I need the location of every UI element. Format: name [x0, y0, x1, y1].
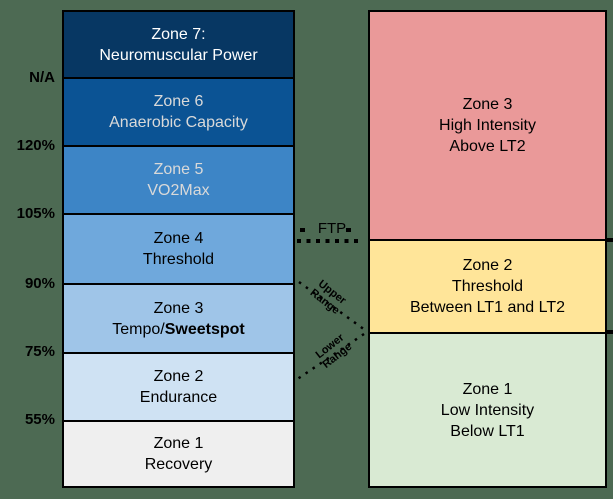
zone-3-subtitle-regular: Tempo/: [112, 320, 165, 338]
power-zones-column: Zone 7: Neuromuscular Power Zone 6 Anaer…: [62, 10, 295, 488]
zone-6-title: Zone 6: [153, 93, 204, 110]
right-zone-1-line3: Below LT1: [450, 422, 525, 440]
zone-6-subtitle: Anaerobic Capacity: [109, 114, 248, 131]
tick-label-55: 55%: [24, 411, 55, 428]
zone-3-tempo-sweetspot: Zone 3 Tempo/Sweetspot: [64, 285, 293, 354]
right-zone-2-line3: Between LT1 and LT2: [409, 299, 566, 316]
zone-1-subtitle: Recovery: [144, 456, 213, 473]
tick-label-120: 120%: [16, 137, 55, 154]
zone-4-title: Zone 4: [153, 230, 204, 247]
right-zone-1-low-intensity: Zone 1 Low Intensity Below LT1: [370, 334, 605, 486]
upper-range-label: Upper Range: [307, 277, 349, 317]
tick-label-105: 105%: [16, 205, 55, 222]
ftp-label: FTP: [317, 220, 347, 237]
zone-4-subtitle: Threshold: [142, 251, 215, 268]
tick-label-75: 75%: [24, 343, 55, 360]
zone-5-title: Zone 5: [153, 161, 204, 178]
tick-label-na: N/A: [29, 69, 55, 86]
zone-3-subtitle: Tempo/Sweetspot: [112, 319, 244, 340]
zone-5-vo2max: Zone 5 VO2Max: [64, 147, 293, 215]
zone-7-title: Zone 7:: [151, 25, 206, 43]
zone-7-neuromuscular: Zone 7: Neuromuscular Power: [64, 12, 293, 79]
right-zone-2-line2: Threshold: [451, 278, 524, 295]
zone-2-title: Zone 2: [153, 368, 204, 385]
tick-label-90: 90%: [24, 275, 55, 292]
lower-range-label: Lower Range: [313, 331, 355, 371]
right-zone-3-line3: Above LT2: [449, 138, 526, 155]
zone-3-subtitle-bold: Sweetspot: [164, 320, 245, 338]
zone-1-recovery: Zone 1 Recovery: [64, 422, 293, 486]
zone-3-title: Zone 3: [153, 299, 204, 317]
zone-5-subtitle: VO2Max: [147, 182, 210, 199]
zone-4-threshold: Zone 4 Threshold: [64, 215, 293, 285]
zone-7-subtitle: Neuromuscular Power: [99, 46, 258, 64]
zone-1-title: Zone 1: [153, 435, 204, 452]
zone-6-anaerobic: Zone 6 Anaerobic Capacity: [64, 79, 293, 147]
right-zone-3-title: Zone 3: [462, 96, 513, 113]
zone-2-endurance: Zone 2 Endurance: [64, 354, 293, 422]
right-zone-3-high-intensity: Zone 3 High Intensity Above LT2: [370, 12, 605, 241]
right-zone-3-line2: High Intensity: [439, 117, 536, 134]
right-zone-2-threshold: Zone 2 Threshold Between LT1 and LT2: [370, 241, 605, 334]
zone-2-subtitle: Endurance: [139, 389, 218, 406]
three-zone-column: Zone 3 High Intensity Above LT2 Zone 2 T…: [368, 10, 607, 488]
right-zone-1-line2: Low Intensity: [440, 401, 535, 419]
right-zone-1-title: Zone 1: [462, 380, 513, 398]
right-zone-2-title: Zone 2: [462, 257, 513, 274]
